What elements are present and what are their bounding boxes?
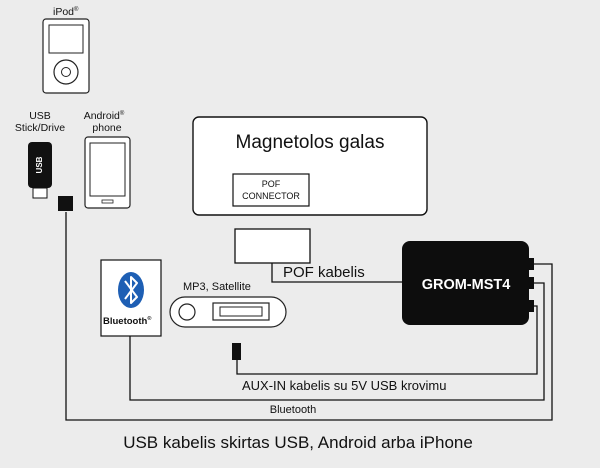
android-label-line1: Android® bbox=[84, 110, 125, 122]
pof-connector-line1: POF bbox=[262, 179, 281, 189]
bluetooth-cable-label: Bluetooth bbox=[270, 404, 316, 416]
pof-plug-box bbox=[234, 228, 311, 264]
usb-cable-label: USB kabelis skirtas USB, Android arba iP… bbox=[123, 433, 473, 452]
head-unit-title: Magnetolos galas bbox=[236, 132, 385, 153]
pof-cable-line bbox=[271, 262, 402, 283]
ipod-label: iPod® bbox=[53, 6, 79, 18]
pof-connector-box bbox=[232, 173, 310, 207]
usb-label-line2: Stick/Drive bbox=[15, 122, 65, 134]
usb-plug-icon bbox=[58, 196, 73, 211]
grom-module bbox=[402, 241, 534, 325]
module-label: GROM-MST4 bbox=[422, 277, 511, 293]
usb-label-line1: USB bbox=[29, 110, 51, 122]
pof-connector-line2: CONNECTOR bbox=[242, 191, 300, 201]
usb-stick-icon: USB bbox=[28, 142, 52, 199]
cable-lines bbox=[65, 212, 553, 421]
bluetooth-cable-line bbox=[129, 282, 545, 401]
bluetooth-icon bbox=[118, 272, 144, 308]
ipod-device bbox=[42, 18, 90, 94]
aux-plug-icon bbox=[232, 343, 241, 360]
pof-cable-label: POF kabelis bbox=[283, 264, 365, 281]
aux-cable-label: AUX-IN kabelis su 5V USB krovimu bbox=[242, 378, 446, 393]
android-phone-icon bbox=[84, 136, 131, 209]
aux-connector-icon bbox=[169, 296, 287, 328]
usb-cable-line bbox=[65, 212, 553, 421]
bluetooth-label: Bluetooth® bbox=[103, 315, 151, 327]
aux-device-label: MP3, Satellite bbox=[183, 281, 251, 293]
usb-stick-text: USB bbox=[35, 156, 44, 173]
aux-cable-line bbox=[236, 305, 538, 375]
android-label-line2: phone bbox=[92, 122, 121, 134]
